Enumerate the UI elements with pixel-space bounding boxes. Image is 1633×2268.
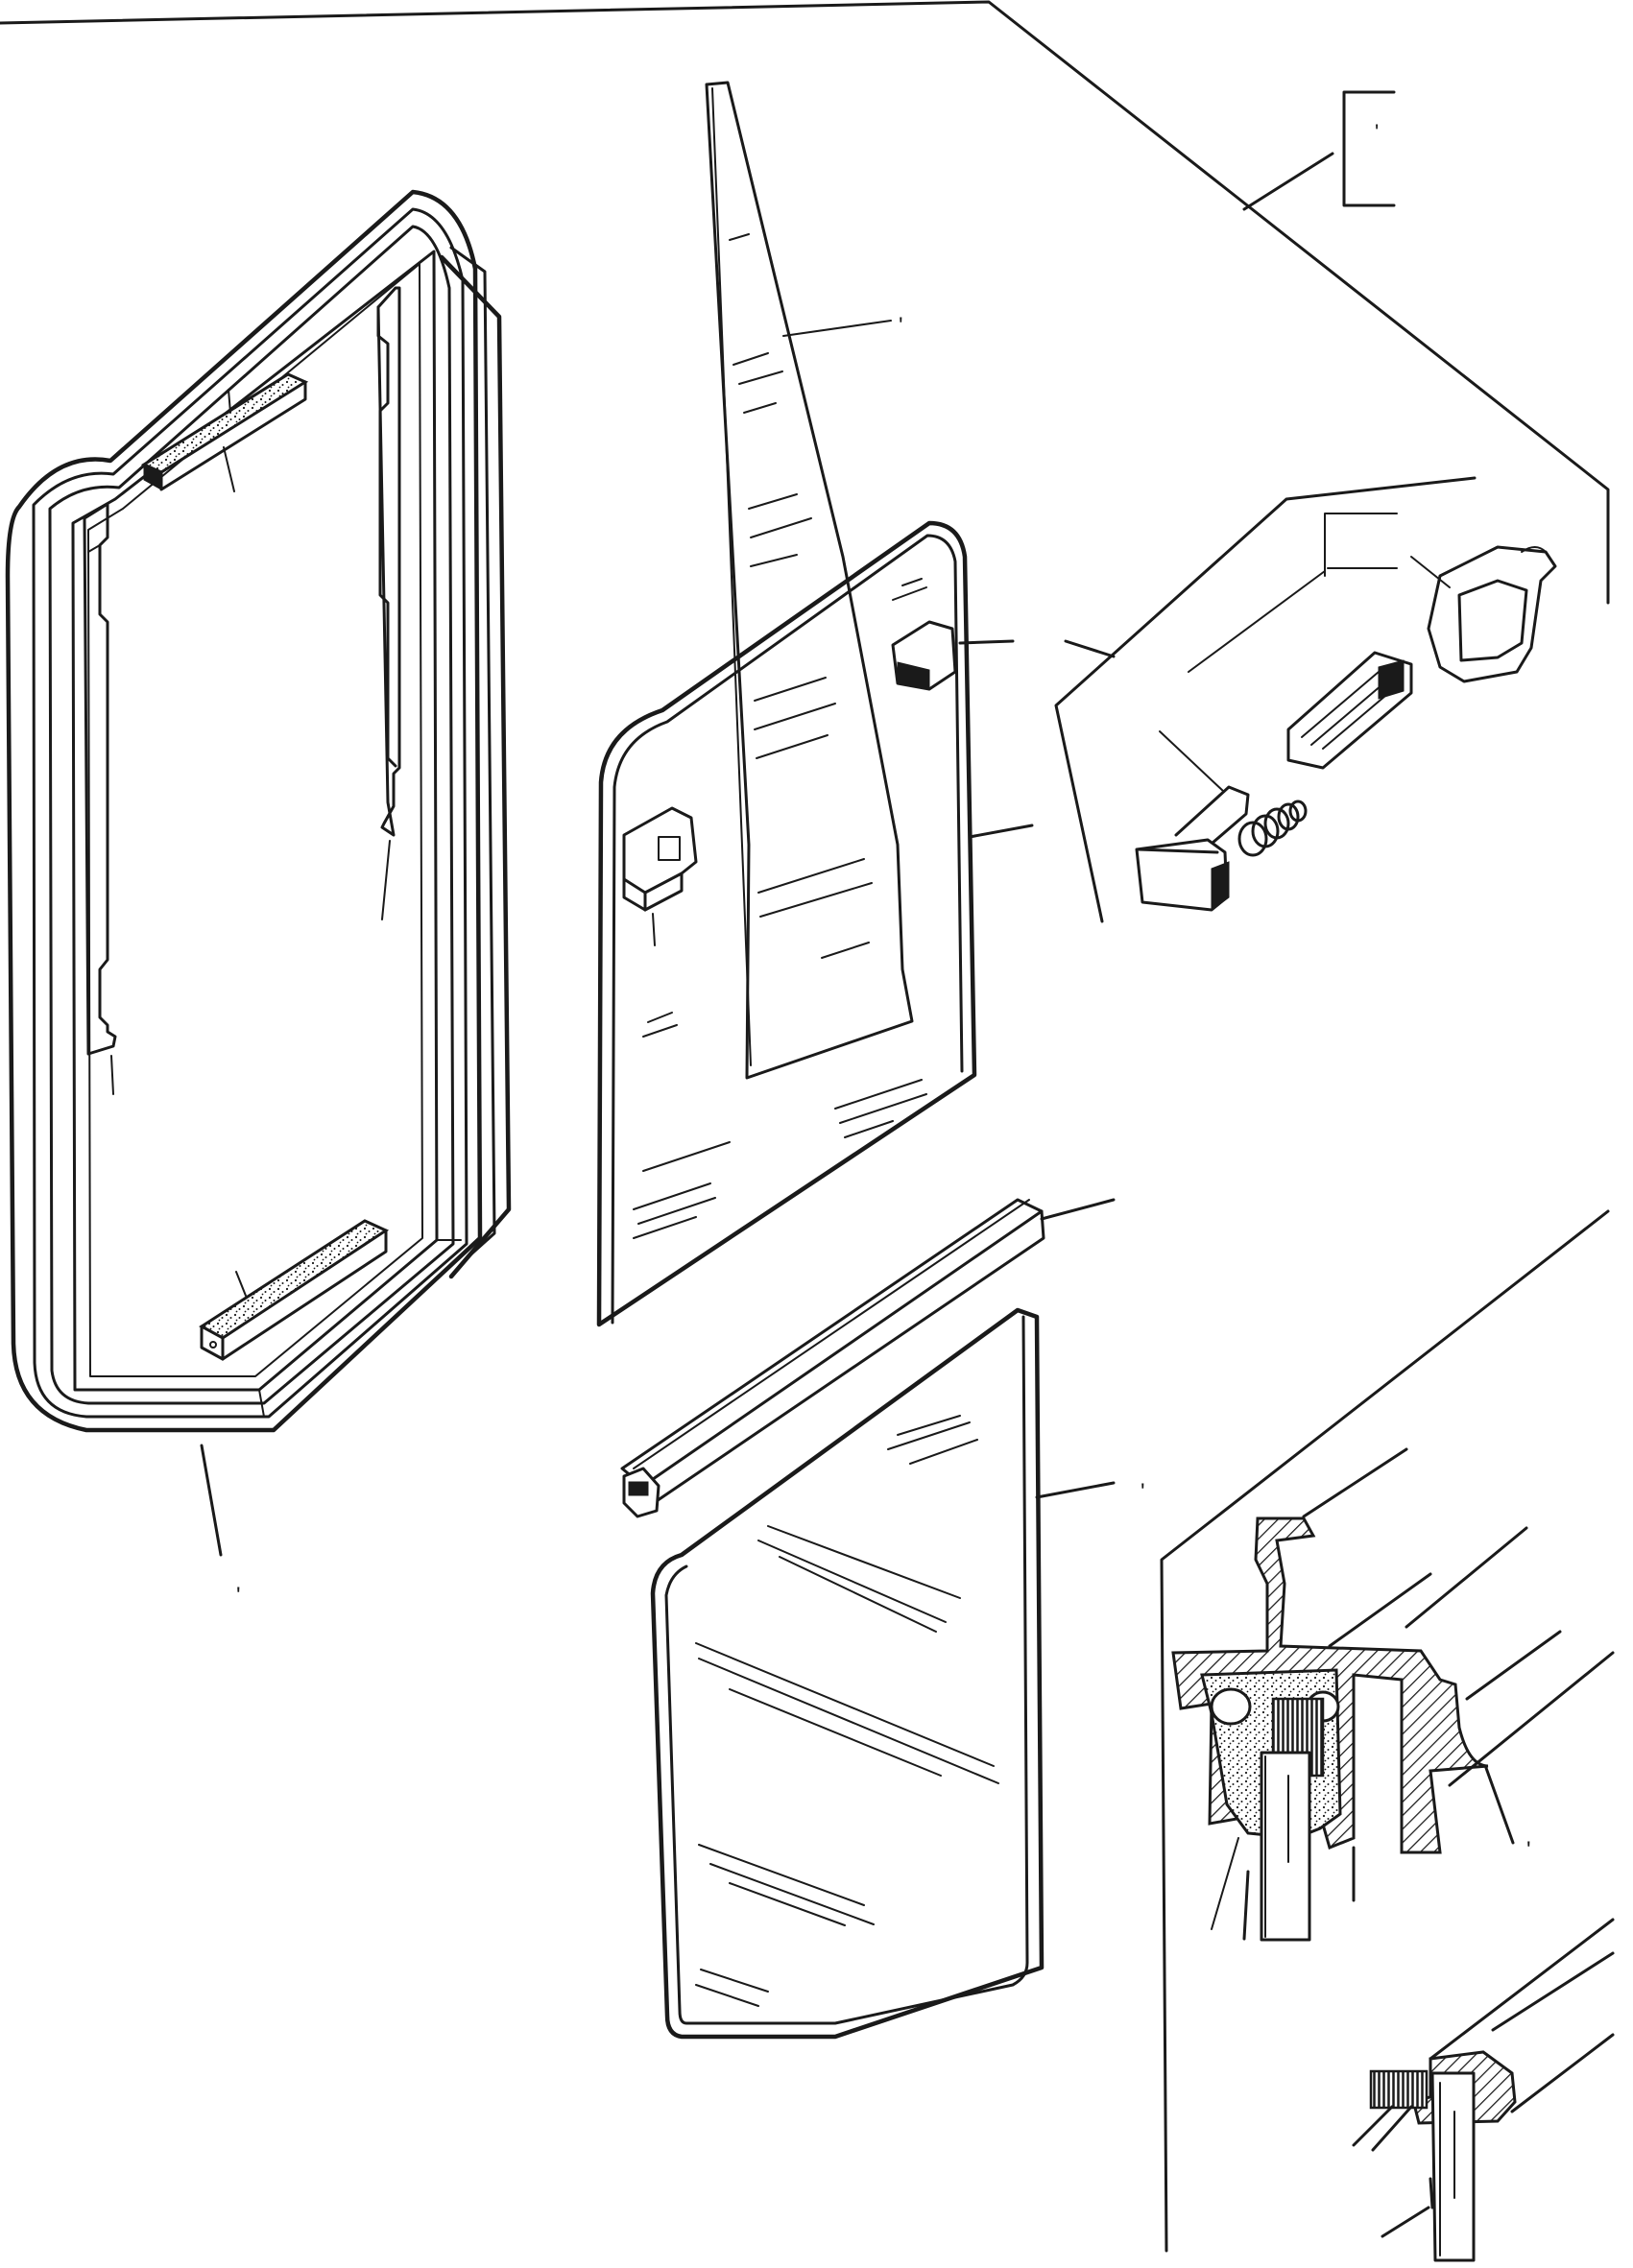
sliding-glass-callout: ': [1141, 1479, 1145, 1505]
ref-box-label: ': [1375, 120, 1379, 144]
seal-section-detail: ': [1160, 1209, 1615, 2253]
fixed-glass-panel: ': [705, 81, 914, 1080]
latch-detail: [1054, 476, 1557, 923]
border-lines: [0, 0, 1610, 605]
window-frame: ': [5, 189, 512, 1609]
seal-section-callout: ': [1526, 1837, 1531, 1863]
lower-seal-detail: [1352, 1918, 1615, 2262]
fixed-glass-callout: ': [899, 313, 903, 339]
ref-box: ': [1242, 90, 1396, 211]
sliding-glass-panel: ': [650, 1307, 1145, 2040]
middle-glazing-panel: [596, 520, 1034, 1327]
sliding-channel-bar: [620, 1198, 1116, 1518]
frame-callout: ': [236, 1583, 241, 1609]
